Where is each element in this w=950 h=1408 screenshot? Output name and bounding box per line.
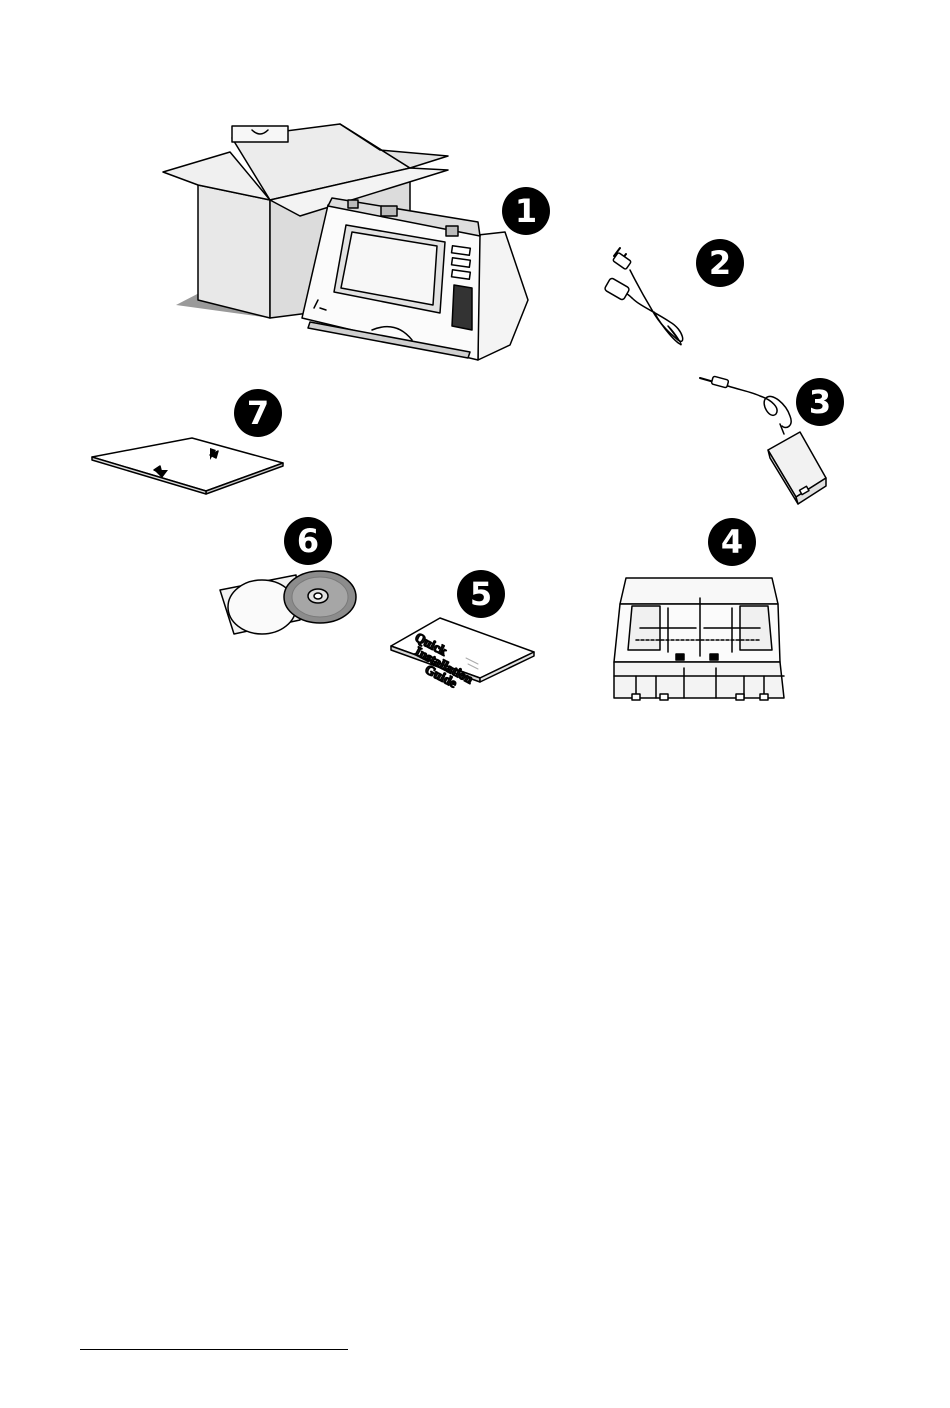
callout-badge-4: 4 bbox=[708, 518, 756, 566]
setup-cd-icon bbox=[220, 571, 356, 634]
callout-badge-6: 6 bbox=[284, 517, 332, 565]
callout-badge-5: 5 bbox=[457, 570, 505, 618]
callout-badge-2: 2 bbox=[696, 239, 744, 287]
callout-badge-3: 3 bbox=[796, 378, 844, 426]
callout-badge-1: 1 bbox=[502, 187, 550, 235]
callout-badge-7: 7 bbox=[234, 389, 282, 437]
paper-feeder-icon bbox=[614, 578, 784, 700]
footnote-separator bbox=[80, 1349, 348, 1350]
quick-installation-guide-icon: Quick Installation Guide bbox=[391, 618, 534, 691]
power-cord-icon bbox=[604, 248, 683, 345]
calibration-sheet-icon bbox=[92, 438, 283, 494]
package-contents-illustration: Quick Installation Guide bbox=[0, 0, 950, 760]
network-scanner-icon bbox=[302, 198, 528, 360]
